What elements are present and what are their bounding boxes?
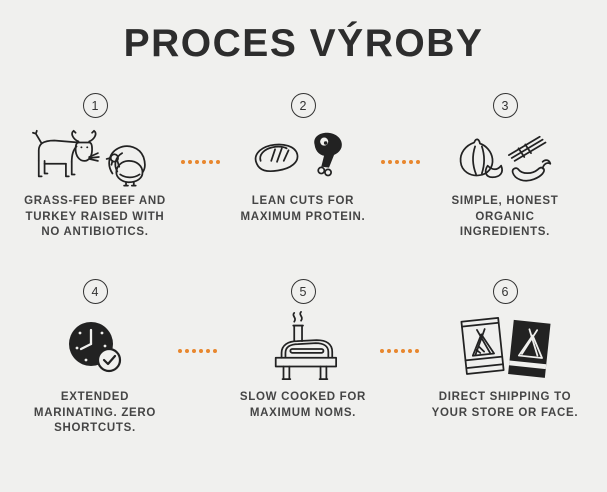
step-caption: SIMPLE, HONEST ORGANIC INGREDIENTS.: [451, 195, 559, 238]
scallion-icon: [507, 135, 547, 162]
page-title: PROCES VÝROBY: [123, 22, 484, 65]
dotted-connector: [381, 160, 420, 164]
jerky-packages-icon: [460, 317, 551, 378]
ham-icon: [314, 132, 342, 177]
turkey-icon: [105, 145, 146, 187]
clock-check-icon: [69, 322, 122, 373]
step-caption: LEAN CUTS FOR MAXIMUM PROTEIN.: [240, 195, 366, 223]
step-number-badge: 5: [290, 279, 316, 304]
dotted-connector: [181, 160, 220, 164]
step-caption: EXTENDED MARINATING. ZERO SHORTCUTS.: [33, 391, 157, 434]
step-caption: DIRECT SHIPPING TO YOUR STORE OR FACE.: [431, 391, 579, 419]
step-2-lean-cuts: 2 LEAN CUTS FOR MAXIMUM PROTEIN.: [213, 93, 393, 225]
step-number-badge: 2: [290, 93, 316, 118]
cow-icon: [32, 129, 146, 187]
step-caption: SLOW COOKED FOR MAXIMUM NOMS.: [239, 391, 367, 419]
step-caption: GRASS-FED BEEF AND TURKEY RAISED WITH NO…: [24, 195, 166, 238]
steak-icon: [254, 132, 342, 177]
dotted-connector: [178, 349, 217, 353]
smoker-icon: [274, 311, 338, 381]
chili-icon: [511, 159, 552, 182]
step-4-marinating: 4 EXTENDED MARINATING. ZERO SHORTCUTS.: [5, 279, 185, 437]
step-number-badge: 4: [82, 279, 108, 304]
step-3-ingredients: 3 SIMPLE, HONEST ORGANIC INGREDIENTS.: [415, 93, 595, 241]
step-6-shipping: 6 DIRECT SHIPPING T: [415, 279, 595, 421]
garlic-icon: [459, 135, 552, 182]
step-1-beef-turkey: 1: [5, 93, 185, 241]
step-number-badge: 1: [82, 93, 108, 118]
dotted-connector: [380, 349, 419, 353]
step-5-slow-cooked: 5 SLOW COOKED FOR MAXIMUM NOMS.: [213, 279, 393, 421]
step-number-badge: 3: [492, 93, 518, 118]
step-number-badge: 6: [492, 279, 518, 304]
